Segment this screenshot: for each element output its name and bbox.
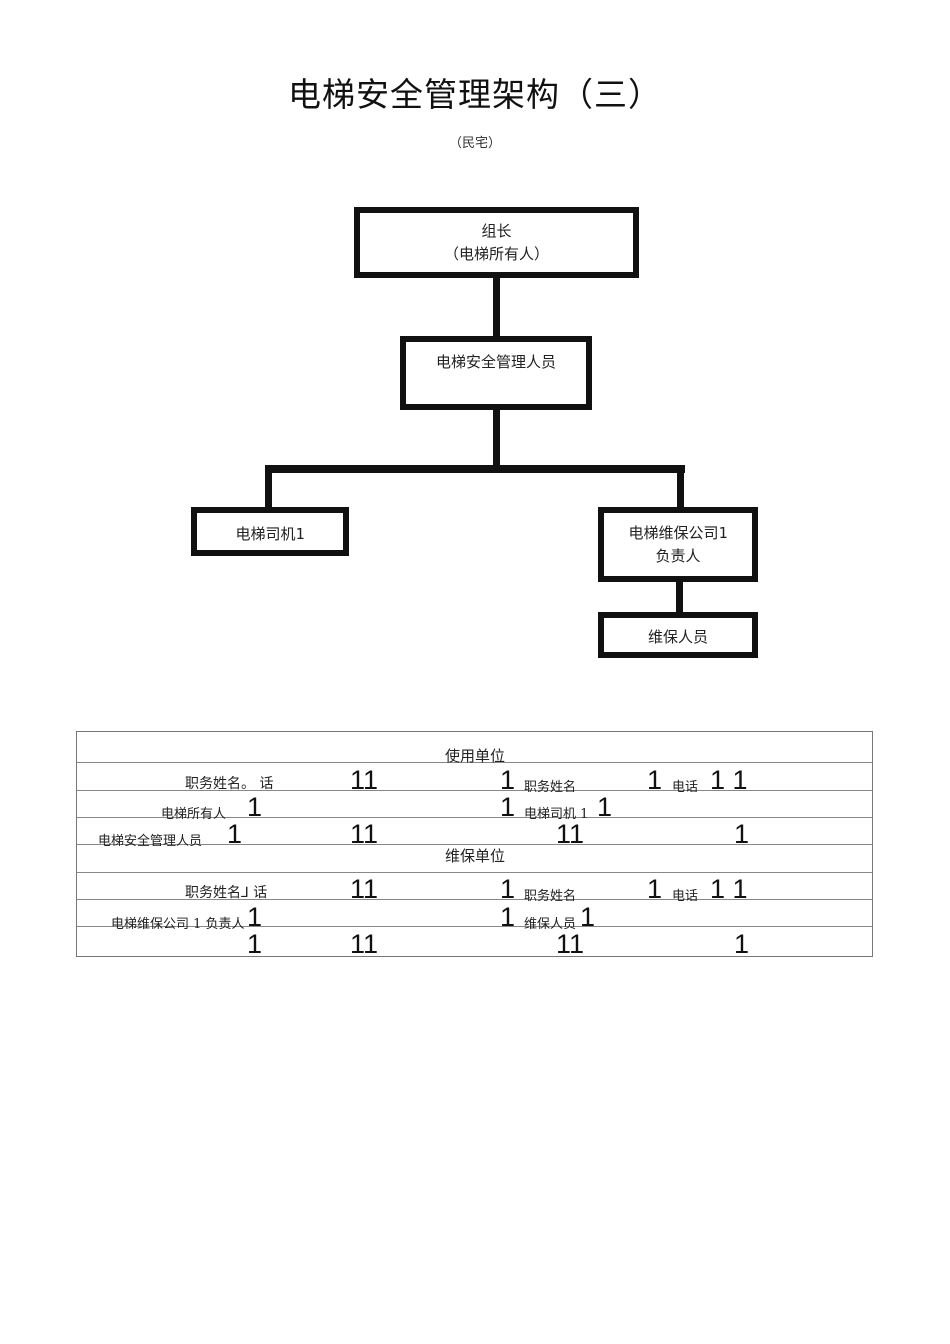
table-maint-row1-label: 职务姓名⅃ 话	[185, 885, 268, 901]
table-rule	[77, 926, 872, 927]
org-leader-subtitle: （电梯所有人）	[443, 245, 549, 263]
table-maint-row2-value-c: 1	[580, 902, 596, 932]
table-maint-row1-label2: 职务姓名	[524, 889, 577, 901]
org-maint-head-line2: 负责人	[655, 547, 701, 565]
table-row1-value-c: 1	[647, 765, 663, 795]
table-row2-label2: 电梯司机 1	[524, 807, 589, 819]
table-maint-row2-value-b: 1	[500, 902, 516, 932]
org-box-leader: 组长 （电梯所有人）	[354, 207, 639, 278]
table-row3-value-c: 11	[556, 819, 585, 849]
table-section-user: 使用单位	[445, 747, 506, 765]
table-row2-value-c: 1	[597, 792, 613, 822]
table-row2-label: 电梯所有人	[161, 807, 227, 819]
table-row3-label: 电梯安全管理人员	[98, 834, 203, 846]
connector-branch-horizontal	[265, 465, 685, 473]
table-row1-value-d: 1 1	[710, 765, 748, 795]
table-section-maint: 维保单位	[445, 847, 506, 865]
org-box-maint-head: 电梯维保公司1 负责人	[598, 507, 758, 582]
org-operator-label: 电梯司机1	[235, 525, 305, 543]
table-rule	[77, 762, 872, 763]
table-row1-value-b: 1	[500, 765, 516, 795]
table-rule	[77, 844, 872, 845]
table-maint-row3-value-b: 11	[350, 929, 379, 959]
table-rule	[77, 790, 872, 791]
table-maint-row1-value-a: 11	[350, 874, 379, 904]
table-maint-row3-value-c: 11	[556, 929, 585, 959]
contact-table: 使用单位 职务姓名。 话 11 1 职务姓名 1 电话 1 1 电梯所有人 1 …	[76, 731, 873, 959]
org-box-maint-staff: 维保人员	[598, 612, 758, 658]
table-row1-label3: 电话	[672, 780, 699, 792]
table-row3-value-a: 1	[227, 819, 243, 849]
table-maint-row3-value-d: 1	[734, 929, 750, 959]
table-maint-row1-value-d: 1 1	[710, 874, 748, 904]
org-manager-label: 电梯安全管理人员	[435, 353, 556, 371]
table-row1-label: 职务姓名。 话	[185, 776, 274, 792]
table-maint-row1-value-b: 1	[500, 874, 516, 904]
connector-leader-manager	[493, 276, 500, 338]
table-row3-value-d: 1	[734, 819, 750, 849]
table-maint-row3-value-a: 1	[247, 929, 263, 959]
table-maint-row2-value-a: 1	[247, 902, 263, 932]
table-row2-value-a: 1	[247, 792, 263, 822]
page-subtitle: （民宅）	[448, 136, 501, 151]
org-box-operator: 电梯司机1	[191, 507, 349, 556]
connector-branch-right	[677, 465, 684, 509]
table-maint-row1-label3: 电话	[672, 889, 699, 901]
table-maint-row2-label: 电梯维保公司 1 负责人	[111, 917, 245, 929]
connector-manager-branch	[493, 408, 500, 470]
table-maint-row2-label2: 维保人员	[524, 917, 577, 929]
table-rule	[77, 872, 872, 873]
table-row3-value-b: 11	[350, 819, 379, 849]
table-rule	[77, 899, 872, 900]
org-maint-staff-label: 维保人员	[647, 628, 708, 646]
table-row1-label2: 职务姓名	[524, 780, 577, 792]
org-box-manager: 电梯安全管理人员	[400, 336, 592, 410]
connector-branch-left	[265, 465, 272, 509]
org-leader-title: 组长	[481, 222, 512, 240]
page-title: 电梯安全管理架构（三）	[288, 75, 662, 114]
org-maint-head-line1: 电梯维保公司1	[628, 524, 728, 542]
table-rule	[77, 817, 872, 818]
connector-head-staff	[676, 580, 683, 614]
table-maint-row1-value-c: 1	[647, 874, 663, 904]
table-row1-value-a: 11	[350, 765, 379, 795]
table-row2-value-b: 1	[500, 792, 516, 822]
